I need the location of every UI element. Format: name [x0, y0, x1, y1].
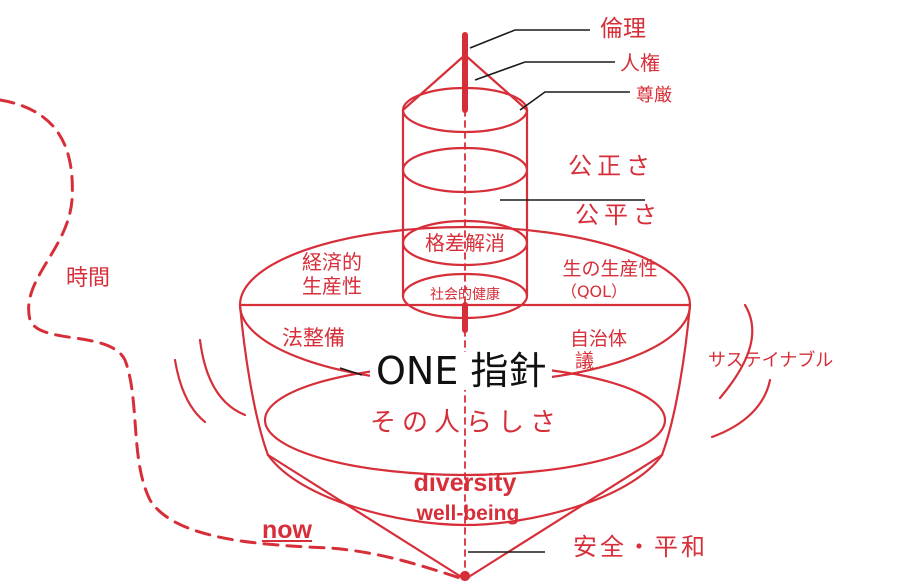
- body-bottom-arc: [266, 453, 664, 527]
- point-right: [465, 453, 664, 580]
- label-now: now: [262, 516, 312, 544]
- motion-mark: [198, 338, 247, 417]
- body-left-side: [238, 303, 270, 457]
- leader-songen: [519, 91, 630, 111]
- label-legal: 法整備: [282, 326, 345, 350]
- label-fairness: 公正さ: [568, 152, 655, 180]
- label-disparity: 格差解消: [425, 231, 505, 255]
- point-left: [266, 453, 465, 580]
- label-qol: （QOL）: [560, 282, 628, 301]
- motion-mark: [710, 378, 772, 439]
- label-productivity: 生産性: [302, 274, 362, 298]
- center-title: ONE 指針: [370, 352, 553, 390]
- label-safety: 安全・平和: [573, 533, 708, 561]
- label-life-productivity: 生の生産性: [562, 258, 658, 280]
- motion-mark: [718, 303, 754, 400]
- leader-jinken: [474, 61, 615, 81]
- label-wellbeing: well-being: [416, 502, 520, 525]
- label-municipality: 自治体: [570, 328, 628, 350]
- label-jinken: 人権: [620, 51, 660, 75]
- time-curve: [0, 98, 462, 580]
- label-sustainable: サステイナブル: [708, 350, 834, 371]
- label-equality: 公平さ: [575, 201, 662, 229]
- label-social-health: 社会的健康: [430, 287, 500, 303]
- leader-rinri: [469, 29, 590, 49]
- bottom-point: [459, 570, 471, 582]
- label-songen: 尊厳: [636, 85, 672, 106]
- label-economic: 経済的: [302, 250, 362, 274]
- motion-mark: [173, 358, 207, 424]
- label-personhood: その人らしさ: [369, 408, 563, 438]
- leader-title-left: [339, 367, 363, 376]
- body-right-side: [660, 303, 692, 457]
- label-council: 議: [575, 350, 595, 372]
- label-diversity: diversity: [413, 469, 517, 497]
- label-time: 時間: [66, 266, 111, 291]
- spire-cone: [401, 53, 529, 112]
- label-rinri: 倫理: [600, 16, 646, 42]
